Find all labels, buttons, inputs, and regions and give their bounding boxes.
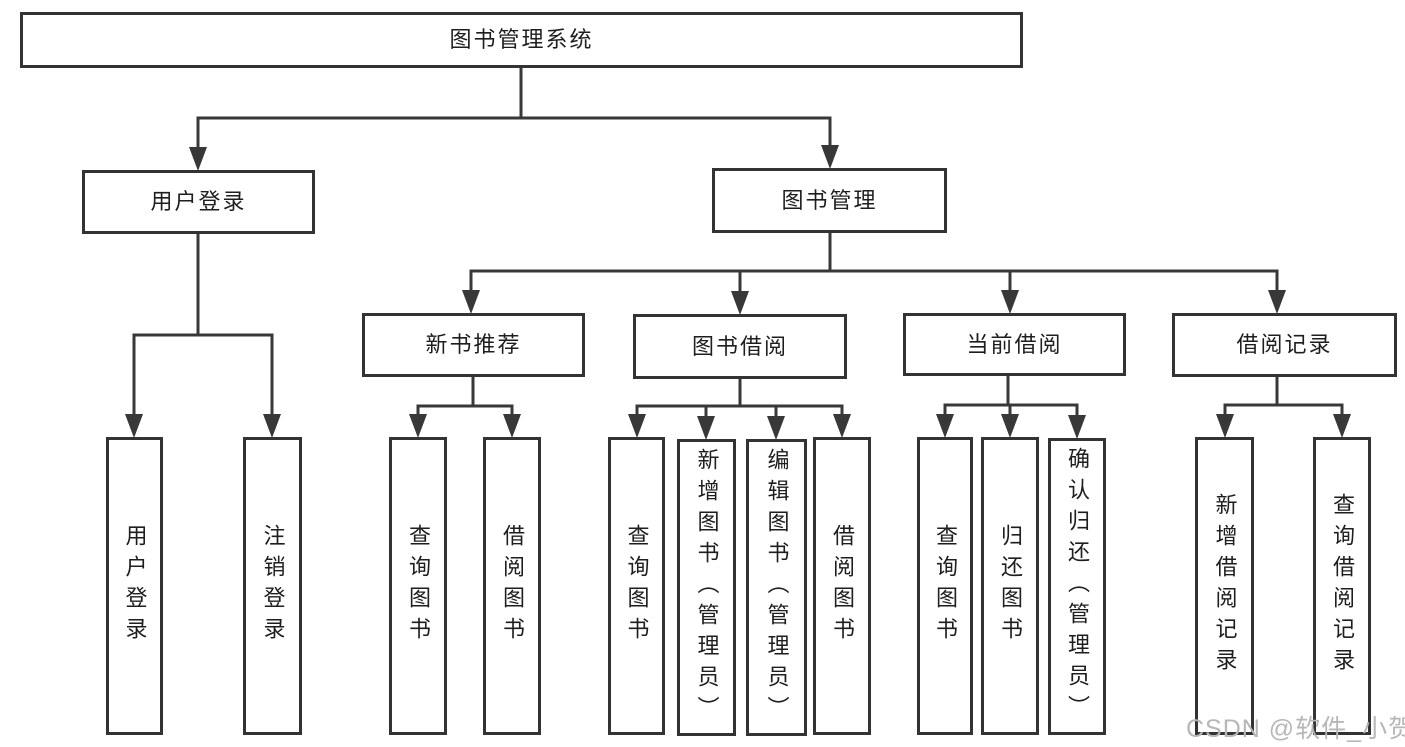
node-label: 新增借阅记录 xyxy=(1212,493,1238,679)
connector-arrowhead xyxy=(1216,414,1234,438)
node-label: 用户登录 xyxy=(150,189,247,214)
node-label: 归还图书 xyxy=(998,524,1023,648)
connector-arrowhead xyxy=(936,414,954,438)
connector-arrowhead xyxy=(263,414,281,438)
node-label: 用户登录 xyxy=(122,524,148,648)
connector-arrowhead xyxy=(731,291,749,315)
node-label: 注销登录 xyxy=(260,524,286,648)
node-label: 查询图书 xyxy=(624,524,650,648)
node-label: 图书管理 xyxy=(781,187,878,213)
watermark: CSDN @软件_小贺同学 xyxy=(1186,715,1405,743)
node-label: 当前借阅 xyxy=(966,331,1063,357)
node-label: 图书借阅 xyxy=(691,333,788,359)
connector-arrowhead xyxy=(833,414,851,438)
node-edit-books: 编辑图书（管理员） xyxy=(746,439,807,736)
node-label: 查询图书 xyxy=(406,524,431,648)
connector-arrowhead xyxy=(767,416,785,440)
node-label: 查询图书 xyxy=(933,524,958,648)
node-label: 新书推荐 xyxy=(425,332,522,357)
connector-arrowhead xyxy=(1268,290,1286,314)
connector-arrowhead xyxy=(125,414,143,438)
node-book-mgmt: 图书管理 xyxy=(712,168,947,233)
node-label: 借阅记录 xyxy=(1236,332,1333,357)
connector-arrowhead xyxy=(462,290,480,314)
connector-arrowhead xyxy=(409,414,427,438)
node-new-books: 新书推荐 xyxy=(362,313,585,377)
node-label: 编辑图书（管理员） xyxy=(764,448,790,727)
connector-arrowhead xyxy=(503,414,521,438)
connector-arrowhead xyxy=(1001,414,1019,438)
node-return-books: 归还图书 xyxy=(981,437,1039,735)
connector-arrowhead xyxy=(1001,290,1019,314)
connector-arrowhead xyxy=(697,416,715,440)
connector-arrowhead xyxy=(1333,414,1351,438)
connector-arrowhead xyxy=(821,145,839,169)
node-query-borrow-record: 查询借阅记录 xyxy=(1313,437,1371,735)
connector-arrowhead xyxy=(628,414,646,438)
node-borrow-records: 借阅记录 xyxy=(1172,313,1397,377)
node-query-books-1: 查询图书 xyxy=(389,437,447,735)
node-label: 查询借阅记录 xyxy=(1330,493,1355,679)
node-borrow-books-2: 借阅图书 xyxy=(813,437,871,735)
node-label: 借阅图书 xyxy=(830,524,855,648)
node-book-borrow: 图书借阅 xyxy=(633,314,847,379)
node-label: 确认归还（管理员） xyxy=(1065,447,1090,726)
node-logout: 注销登录 xyxy=(243,437,302,735)
node-root: 图书管理系统 xyxy=(20,12,1023,68)
node-label: 图书管理系统 xyxy=(449,27,594,52)
connector-arrowhead xyxy=(1068,415,1086,439)
node-add-borrow-record: 新增借阅记录 xyxy=(1195,437,1254,735)
node-confirm-return: 确认归还（管理员） xyxy=(1048,438,1106,735)
node-current-borrow: 当前借阅 xyxy=(903,313,1126,376)
node-query-books-3: 查询图书 xyxy=(917,437,973,735)
node-query-books-2: 查询图书 xyxy=(608,437,665,735)
node-label: 新增图书（管理员） xyxy=(694,448,720,727)
node-borrow-books-1: 借阅图书 xyxy=(483,437,541,735)
node-label: 借阅图书 xyxy=(500,524,525,648)
connector-arrowhead xyxy=(189,147,207,171)
node-add-books: 新增图书（管理员） xyxy=(677,439,736,736)
node-user-login: 用户登录 xyxy=(106,437,163,735)
node-login: 用户登录 xyxy=(82,170,315,234)
